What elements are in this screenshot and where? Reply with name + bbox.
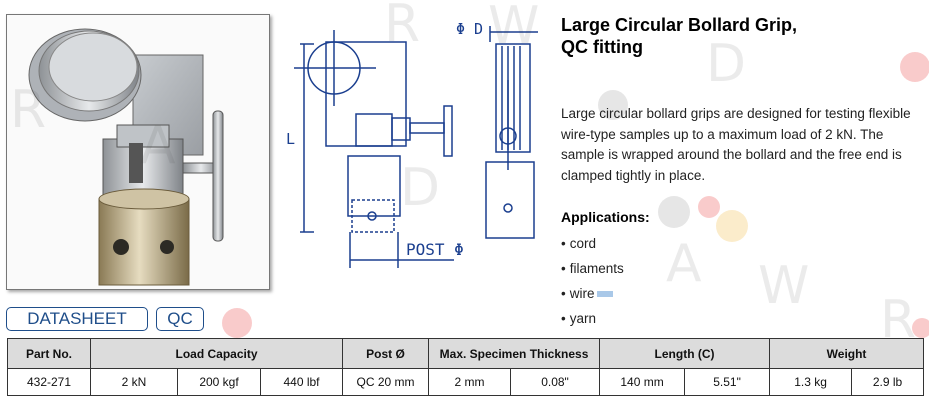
technical-drawing: L POST Φ Φ D bbox=[284, 10, 554, 272]
table-row: 432-271 2 kN 200 kgf 440 lbf QC 20 mm 2 … bbox=[7, 368, 925, 396]
applications-list: •cord •filaments •wire •yarn bbox=[561, 234, 624, 334]
header-part-no: Part No. bbox=[7, 338, 91, 369]
cell-part-no: 432-271 bbox=[7, 368, 91, 396]
application-label: yarn bbox=[569, 311, 596, 326]
watermark-letter: W bbox=[758, 256, 814, 316]
watermark-dot-red bbox=[900, 52, 929, 82]
watermark-dot-red bbox=[698, 196, 720, 218]
header-post: Post Ø bbox=[342, 338, 430, 369]
list-item: •filaments bbox=[561, 261, 624, 276]
cell-post: QC 20 mm bbox=[342, 368, 430, 396]
dim-length-label: L bbox=[286, 130, 296, 148]
product-title-line1: Large Circular Bollard Grip, bbox=[561, 15, 798, 35]
list-item: •yarn bbox=[561, 311, 596, 326]
cell-load-lbf: 440 lbf bbox=[259, 368, 344, 396]
qc-badge: QC bbox=[156, 307, 204, 331]
cell-weight-lb: 2.9 lb bbox=[851, 368, 925, 396]
dim-post-label: POST Φ bbox=[406, 240, 464, 259]
cell-thickness-mm: 2 mm bbox=[428, 368, 512, 396]
technical-drawing-lines bbox=[294, 26, 538, 268]
cell-weight-kg: 1.3 kg bbox=[769, 368, 853, 396]
header-length: Length (C) bbox=[599, 338, 771, 369]
product-photo-illustration bbox=[28, 28, 224, 286]
wire-swatch bbox=[596, 291, 613, 298]
list-item: •wire bbox=[561, 284, 624, 309]
header-weight: Weight bbox=[769, 338, 925, 369]
cell-load-kgf: 200 kgf bbox=[177, 368, 261, 396]
datasheet-badge: DATASHEET bbox=[6, 307, 148, 331]
watermark-dot-yellow bbox=[716, 210, 748, 242]
header-thickness: Max. Specimen Thickness bbox=[428, 338, 601, 369]
application-label: wire bbox=[569, 286, 595, 301]
watermark-dot-grey bbox=[658, 196, 690, 228]
list-item: •cord bbox=[561, 236, 596, 251]
dim-top-label: Φ D bbox=[456, 20, 484, 38]
watermark-dot-red bbox=[912, 318, 929, 338]
watermark-dot-red bbox=[222, 308, 252, 338]
spec-table: Part No. Load Capacity Post Ø Max. Speci… bbox=[7, 338, 925, 396]
applications-heading: Applications: bbox=[561, 209, 650, 225]
cell-length-mm: 140 mm bbox=[599, 368, 686, 396]
watermark-letter: A bbox=[666, 234, 706, 294]
product-title: Large Circular Bollard Grip, QC fitting bbox=[561, 14, 901, 58]
application-label: filaments bbox=[569, 261, 624, 276]
header-load-capacity: Load Capacity bbox=[89, 338, 344, 369]
cell-load-kn: 2 kN bbox=[90, 368, 178, 396]
cell-thickness-in: 0.08" bbox=[510, 368, 601, 396]
table-header-row: Part No. Load Capacity Post Ø Max. Speci… bbox=[7, 338, 925, 369]
cell-length-in: 5.51" bbox=[684, 368, 771, 396]
product-title-line2: QC fitting bbox=[561, 37, 643, 57]
product-description: Large circular bollard grips are designe… bbox=[561, 106, 911, 183]
application-label: cord bbox=[569, 236, 596, 251]
product-photo bbox=[6, 14, 270, 290]
